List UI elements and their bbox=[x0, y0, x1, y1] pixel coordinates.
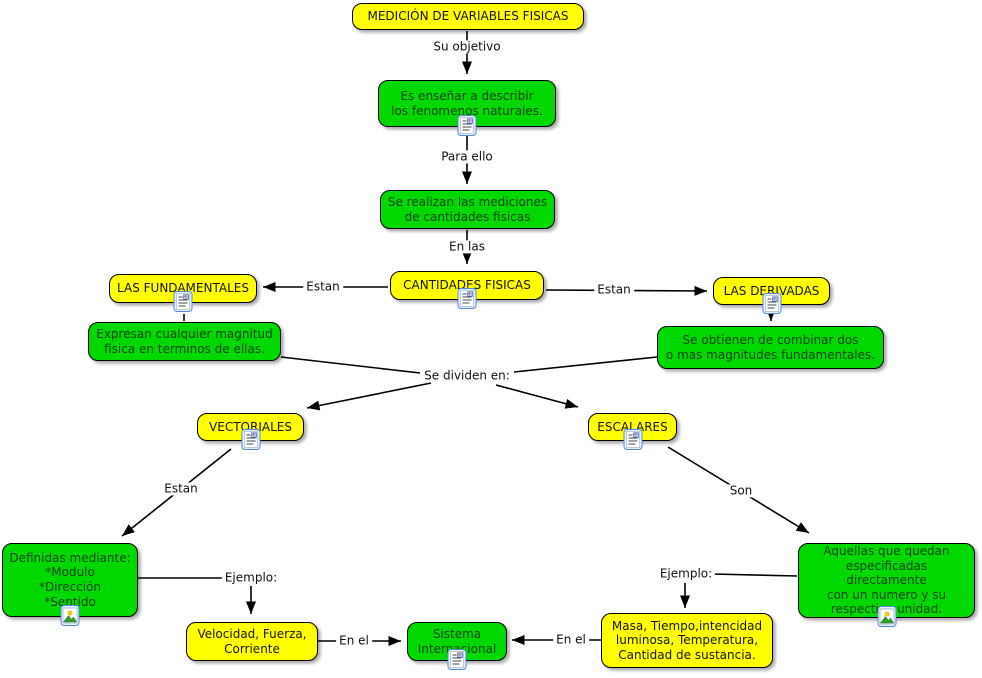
node-label: Definidas mediante: *Modulo *Dirección *… bbox=[9, 550, 131, 609]
node-label: VECTORIALES bbox=[209, 419, 292, 434]
link-label-en-el-right[interactable]: En el bbox=[553, 633, 589, 647]
link-label-en-las[interactable]: En las bbox=[446, 240, 488, 254]
resource-note-icon[interactable] bbox=[447, 649, 467, 670]
node-label: Velocidad, Fuerza, Corriente bbox=[197, 626, 307, 656]
link-label-para-ello[interactable]: Para ello bbox=[438, 150, 496, 164]
picture-icon[interactable] bbox=[877, 606, 896, 627]
node-escalares[interactable]: ESCALARES bbox=[588, 413, 677, 450]
link-label-en-el-left[interactable]: En el bbox=[336, 634, 372, 648]
node-label: ESCALARES bbox=[597, 419, 668, 434]
resource-note-icon[interactable] bbox=[623, 429, 642, 450]
picture-icon[interactable] bbox=[60, 605, 80, 626]
resource-note-icon[interactable] bbox=[241, 429, 260, 450]
node-vectoriales[interactable]: VECTORIALES bbox=[197, 413, 304, 450]
node-velocidad-fuerza[interactable]: Velocidad, Fuerza, Corriente bbox=[186, 622, 318, 661]
node-las-derivadas[interactable]: LAS DERIVADAS bbox=[713, 277, 830, 314]
link-label-se-dividen[interactable]: Se dividen en: bbox=[421, 369, 513, 383]
node-label: MEDICIÓN DE VARIABLES FISICAS bbox=[367, 9, 569, 24]
link-label-ejemplo-left[interactable]: Ejemplo: bbox=[221, 571, 281, 585]
resource-note-icon[interactable] bbox=[762, 293, 781, 314]
node-label: Se obtienen de combinar dos o mas magnit… bbox=[665, 332, 876, 362]
node-se-obtienen[interactable]: Se obtienen de combinar dos o mas magnit… bbox=[657, 326, 884, 369]
node-expresan-magnitud[interactable]: Expresan cualquier magnitud fisica en te… bbox=[88, 322, 281, 361]
node-se-realizan[interactable]: Se realizan las mediciones de cantidades… bbox=[380, 190, 555, 229]
resource-note-icon[interactable] bbox=[173, 291, 193, 312]
resource-note-icon[interactable] bbox=[457, 288, 477, 309]
node-label: LAS FUNDAMENTALES bbox=[117, 281, 249, 296]
node-definidas-mediante[interactable]: Definidas mediante: *Modulo *Dirección *… bbox=[2, 543, 138, 626]
node-sistema-internacional[interactable]: Sistema Internacional bbox=[407, 622, 507, 670]
link-label-estan-left[interactable]: Estan bbox=[303, 280, 343, 294]
node-label: Masa, Tiempo,intencidad luminosa, Temper… bbox=[611, 618, 763, 662]
node-label: Expresan cualquier magnitud fisica en te… bbox=[96, 326, 273, 356]
resource-note-icon[interactable] bbox=[457, 115, 477, 136]
node-label: Se realizan las mediciones de cantidades… bbox=[387, 194, 548, 224]
node-cantidades-fisicas[interactable]: CANTIDADES FISICAS bbox=[390, 271, 544, 309]
link-label-ejemplo-right[interactable]: Ejemplo: bbox=[656, 567, 716, 581]
link-label-su-objetivo[interactable]: Su objetivo bbox=[430, 40, 504, 54]
node-label: Sistema Internacional bbox=[417, 626, 497, 656]
link-label-son[interactable]: Son bbox=[726, 484, 756, 498]
node-masa-tiempo[interactable]: Masa, Tiempo,intencidad luminosa, Temper… bbox=[601, 613, 773, 668]
node-medicion-variables-fisicas[interactable]: MEDICIÓN DE VARIABLES FISICAS bbox=[352, 3, 584, 30]
node-las-fundamentales[interactable]: LAS FUNDAMENTALES bbox=[109, 274, 257, 312]
node-label: Es enseñar a describir los fenomenos nat… bbox=[391, 88, 543, 118]
link-label-estan-vectoriales[interactable]: Estan bbox=[161, 482, 201, 496]
link-label-estan-right[interactable]: Estan bbox=[594, 283, 634, 297]
node-aquellas-que-quedan[interactable]: Aquellas que quedan especificadas direct… bbox=[798, 543, 975, 627]
node-es-ensenar[interactable]: Es enseñar a describir los fenomenos nat… bbox=[378, 80, 556, 136]
